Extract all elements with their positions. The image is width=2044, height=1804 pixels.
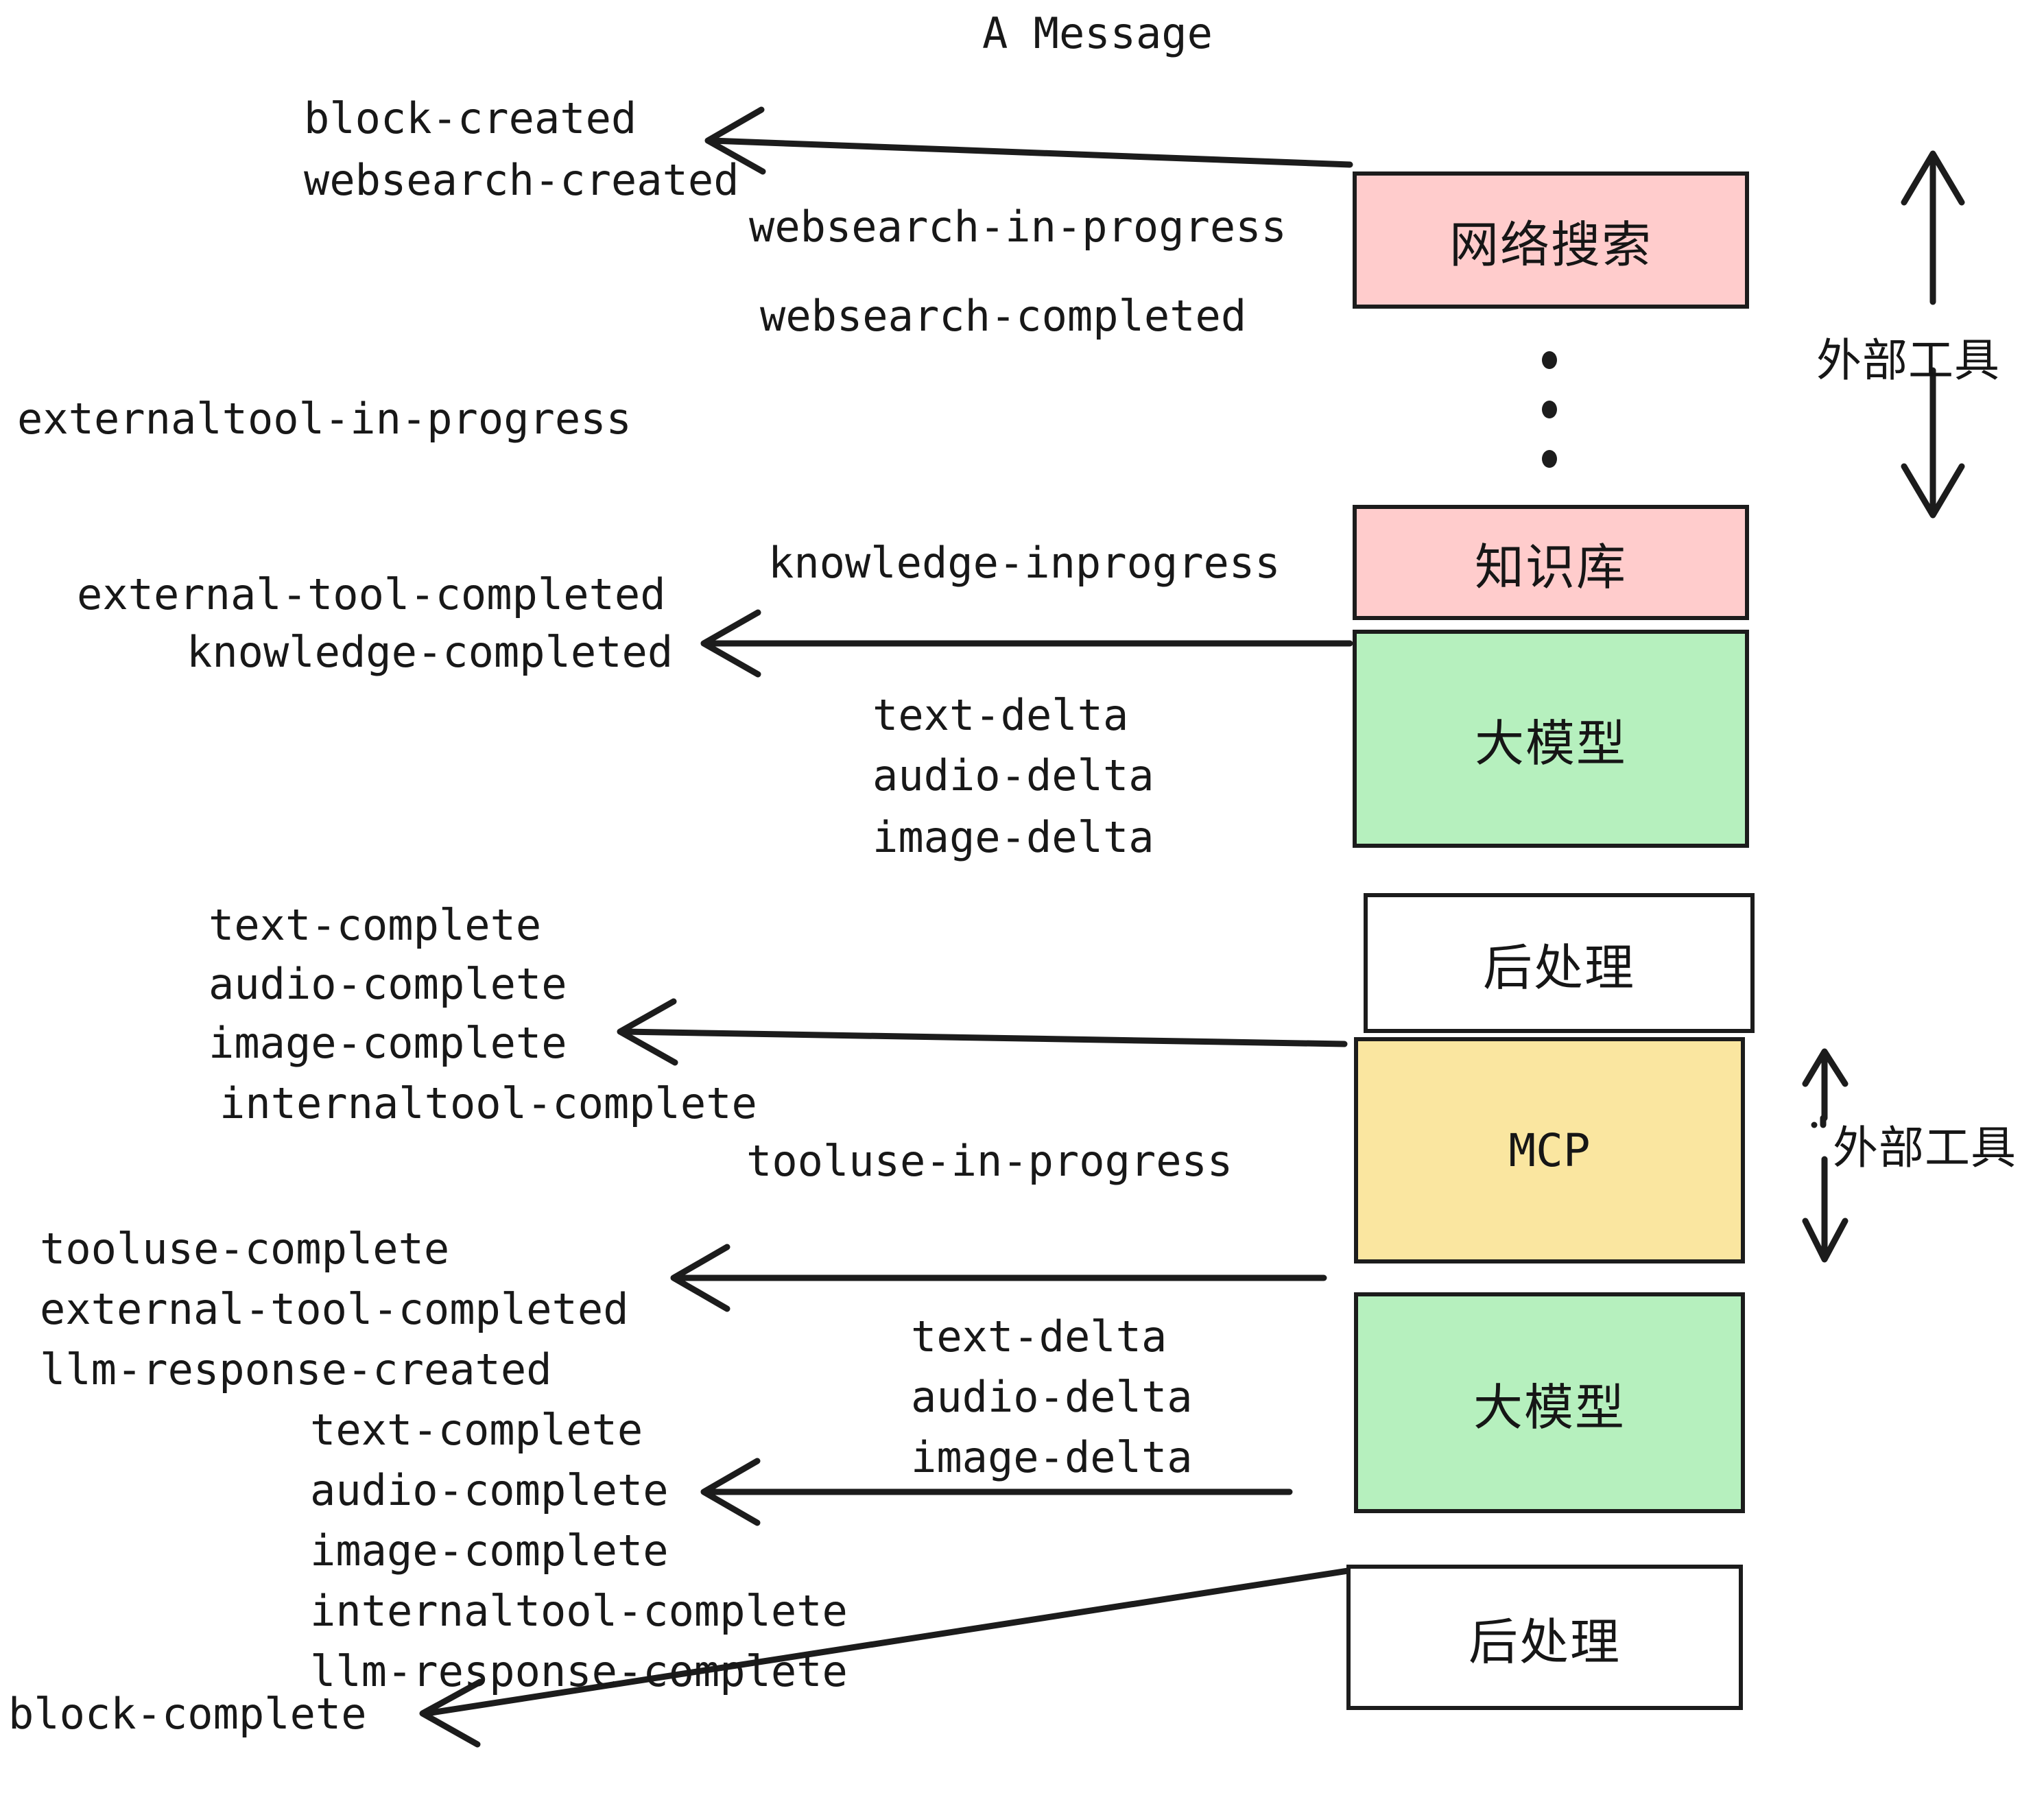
node-llm-bottom[interactable]: 大模型 [1354, 1292, 1745, 1513]
event-llm-response-complete: llm-response-complete [310, 1646, 848, 1696]
event-websearch-in-progress: websearch-in-progress [749, 202, 1287, 252]
event-audio-complete-2: audio-complete [310, 1465, 669, 1515]
event-audio-delta-1: audio-delta [872, 750, 1154, 800]
node-postprocess-top[interactable]: 后处理 [1364, 893, 1755, 1033]
node-mcp-label: MCP [1508, 1124, 1591, 1177]
event-image-complete-1: image-complete [209, 1018, 567, 1068]
side-label-external-tools-top: 外部工具 [1816, 334, 2000, 387]
node-websearch-label: 网络搜索 [1449, 215, 1652, 274]
event-block-complete: block-complete [8, 1689, 367, 1739]
arrow-websearch-out [704, 106, 1353, 175]
node-postprocess-bottom-label: 后处理 [1468, 1613, 1621, 1671]
event-knowledge-inprogress: knowledge-inprogress [768, 538, 1281, 588]
event-audio-complete-1: audio-complete [209, 959, 567, 1009]
event-text-complete-2: text-complete [310, 1405, 643, 1455]
event-internaltool-complete-2: internaltool-complete [310, 1586, 848, 1636]
event-image-delta-1: image-delta [872, 812, 1154, 862]
node-knowledge-label: 知识库 [1474, 538, 1627, 596]
event-externaltool-in-progress: externaltool-in-progress [17, 394, 632, 444]
event-text-delta-1: text-delta [872, 690, 1129, 740]
event-text-complete-1: text-complete [209, 900, 542, 950]
node-postprocess-top-label: 后处理 [1482, 938, 1635, 997]
node-mcp[interactable]: MCP [1354, 1037, 1745, 1263]
event-external-tool-completed-1: external-tool-completed [77, 569, 666, 619]
arrow-knowledge-out [700, 609, 1353, 678]
event-tooluse-in-progress: tooluse-in-progress [746, 1136, 1233, 1186]
node-postprocess-bottom[interactable]: 后处理 [1346, 1565, 1743, 1710]
ellipsis-dots [1541, 351, 1558, 468]
event-audio-delta-2: audio-delta [911, 1372, 1193, 1422]
event-external-tool-completed-2: external-tool-completed [40, 1284, 629, 1334]
event-block-created: block-created [304, 93, 637, 143]
arrow-mcp-out [670, 1244, 1327, 1312]
event-tooluse-complete: tooluse-complete [40, 1224, 450, 1274]
side-label-external-tools-bottom: 外部工具 [1833, 1121, 2017, 1174]
event-llm-response-created: llm-response-created [40, 1344, 552, 1394]
event-websearch-completed: websearch-completed [760, 291, 1247, 341]
node-websearch[interactable]: 网络搜索 [1353, 171, 1749, 309]
node-llm-top[interactable]: 大模型 [1353, 630, 1749, 848]
event-image-complete-2: image-complete [310, 1526, 669, 1576]
node-knowledge[interactable]: 知识库 [1353, 505, 1749, 620]
event-internaltool-complete-1: internaltool-complete [219, 1078, 757, 1128]
diagram-title: A Message [982, 8, 1213, 58]
event-knowledge-completed: knowledge-completed [187, 627, 674, 677]
arrow-postprocess-out [617, 998, 1348, 1066]
node-llm-top-label: 大模型 [1474, 714, 1627, 772]
event-image-delta-2: image-delta [911, 1432, 1193, 1482]
node-llm-bottom-label: 大模型 [1473, 1378, 1626, 1436]
event-websearch-created: websearch-created [304, 155, 739, 205]
event-text-delta-2: text-delta [911, 1312, 1167, 1362]
